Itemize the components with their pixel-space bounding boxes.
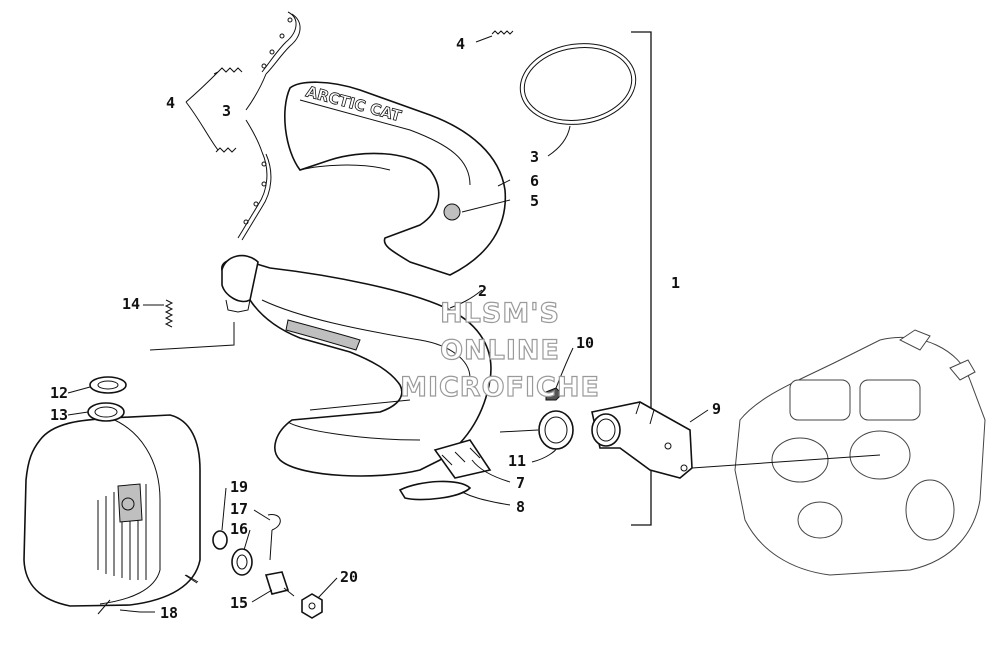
callout-18: 18 <box>160 604 178 622</box>
spring-4-middle <box>215 147 237 153</box>
callout-10: 10 <box>576 334 594 352</box>
spring-4-upper <box>213 67 243 75</box>
ring-spring-upper-right <box>519 43 637 125</box>
exhaust-manifold <box>591 401 693 479</box>
callout-1: 1 <box>671 274 680 292</box>
watermark-line-1: HLSM'S <box>440 298 560 329</box>
pin-17 <box>267 514 281 561</box>
callout-17: 17 <box>230 500 248 518</box>
callout-7: 7 <box>516 474 525 492</box>
callout-13: 13 <box>50 406 68 424</box>
callout-5: 5 <box>530 192 539 210</box>
watermark-line-2: ONLINE <box>440 335 560 366</box>
bolt-18 <box>119 574 199 613</box>
callout-4-left: 4 <box>166 94 175 112</box>
nut-20 <box>301 593 323 619</box>
callout-11: 11 <box>508 452 526 470</box>
leader-lines <box>67 35 709 613</box>
callout-8: 8 <box>516 498 525 516</box>
washer-19 <box>212 530 228 550</box>
watermark: HLSM'S ONLINE MICROFICHE <box>399 297 600 403</box>
muffler <box>23 402 201 615</box>
grommet-12 <box>89 376 127 394</box>
lower-cover-7 <box>433 439 492 479</box>
bolt-15 <box>264 571 295 597</box>
callout-3-right: 3 <box>530 148 539 166</box>
expansion-chamber <box>221 254 492 477</box>
spring-14 <box>164 299 174 328</box>
lower-cover-8 <box>398 480 472 501</box>
callout-labels: 1 2 3 3 4 4 5 6 7 8 9 10 11 12 13 14 15 … <box>50 35 721 622</box>
callout-6: 6 <box>530 172 539 190</box>
washer-16 <box>231 548 253 576</box>
callout-2: 2 <box>478 282 487 300</box>
callout-9: 9 <box>712 400 721 418</box>
callout-12: 12 <box>50 384 68 402</box>
spring-chain-lower-left <box>237 151 272 241</box>
callout-4-top: 4 <box>456 35 465 53</box>
engine-reference <box>691 329 986 576</box>
callout-14: 14 <box>122 295 140 313</box>
callout-3-left: 3 <box>222 102 231 120</box>
callout-16: 16 <box>230 520 248 538</box>
nut-10 <box>545 387 563 401</box>
spring-4-top <box>491 30 514 35</box>
watermark-line-3: MICROFICHE <box>400 372 600 403</box>
spring-chain-upper-left <box>261 11 301 75</box>
callout-20: 20 <box>340 568 358 586</box>
callout-15: 15 <box>230 594 248 612</box>
assembly-bracket <box>631 31 652 526</box>
gasket-11 <box>538 410 574 450</box>
exhaust-cover-shield: ARCTIC CAT <box>284 81 507 276</box>
callout-19: 19 <box>230 478 248 496</box>
